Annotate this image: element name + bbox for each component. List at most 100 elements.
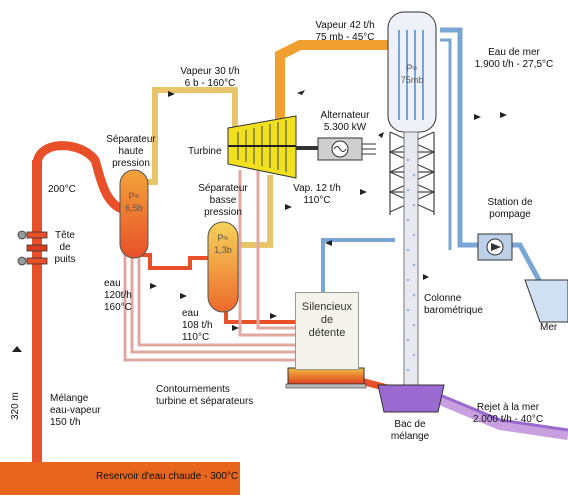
reject-line-dark [439,393,568,432]
sea-water-title: Eau de mer [488,47,540,58]
high-pressure-separator [119,169,149,259]
mixing-tank-label: Bac de mélange [380,419,440,443]
high-sep-pressure-sym: P≈ [128,191,140,201]
pumping-station-label: Station de pompage [470,197,550,221]
alternator-power: 5.300 kW [323,122,367,133]
water-120-line [140,253,212,270]
water-108-line [224,308,295,324]
reject-label: Rejet à la mer 2.000 t/h - 40°C [458,402,558,426]
steam-12-line [235,175,273,248]
low-sep-pressure-sym: P≈ [217,233,229,243]
steam-42-flow: Vapeur 42 t/h [315,20,375,31]
bypass-line1: Contournements [156,384,230,395]
sea-water-line-2 [440,38,452,250]
alternator-sine-icon [333,146,347,152]
steam-42-label: Vapeur 42 t/h 75 mb - 45°C [300,20,390,44]
wellhead-label: Tête de puits [50,230,80,266]
well-pipe [32,160,42,462]
column-label: Colonne barométrique [424,293,483,317]
pumping-station-line2: pompage [489,209,531,220]
steam-30-label: Vapeur 30 t/h 6 b - 160°C [170,66,250,90]
water-120-temp: 160°C [104,302,132,313]
silencer-line3: détente [308,327,346,339]
depth-label: 320 m [10,392,21,420]
high-sep-line1: Séparateur [106,134,156,145]
high-sep-line2: haute [118,146,144,157]
condenser-pressure-val: 75mb [400,75,424,85]
low-pressure-separator [207,221,239,313]
low-sep-line1: Séparateur [198,183,248,194]
pump-sea-line [510,242,543,284]
vap-12-label: Vap. 12 t/h 110°C [282,183,352,207]
silencer-line2: de [320,314,334,326]
cool-water-line-silencer [321,238,395,292]
sea-water-line [440,27,480,248]
low-sep-line3: pression [204,207,242,218]
hot-water-reservoir [0,462,240,495]
sea-water-label: Eau de mer 1.900 t/h - 27,5°C [464,47,564,71]
wellhead-line1: Tête [54,230,75,241]
reject-line2: 2.000 t/h - 40°C [472,414,544,425]
flow-arrow-markers [12,90,507,352]
sea [524,279,568,323]
well-to-separator-pipe [32,141,127,215]
silencer-line1: Silencieux [301,301,353,313]
water-108-flow: 108 t/h [182,320,213,331]
pumping-station-line1: Station de [487,197,533,208]
column-line2: barométrique [424,305,483,316]
bypass-line2: turbine et séparateurs [156,396,254,407]
alternator-label: Alternateur 5.300 kW [310,110,380,134]
bypass-lines [123,170,295,362]
steam-42-conditions: 75 mb - 45°C [315,32,375,43]
wellhead-line3: puits [54,254,76,265]
sea-label: Mer [540,322,558,333]
wellhead-valves [17,230,48,266]
steam-30-conditions: 6 b - 160°C [184,78,236,89]
bypass-label: Contournements turbine et séparateurs [156,384,253,408]
low-sep-pressure: P≈ 1,3b [208,232,238,256]
sea-water-conditions: 1.900 t/h - 27,5°C [474,59,554,70]
water-108-temp: 110°C [182,332,210,343]
alternator-title: Alternateur [320,110,370,121]
turbine-label: Turbine [188,146,222,157]
condenser-pressure: P≈ 75mb [390,62,434,86]
high-sep-line3: pression [112,158,150,169]
mixing-tank [377,384,445,413]
steam-30-flow: Vapeur 30 t/h [180,66,240,77]
water-108-label: eau 108 t/h 110°C [182,308,213,344]
reject-line [438,395,568,440]
high-sep-label: Séparateur haute pression [100,134,162,170]
reservoir-label: Reservoir d'eau chaude - 300°C [96,471,239,482]
turbine-blades [228,120,296,172]
barometric-condenser [387,11,437,393]
low-sep-label: Séparateur basse pression [192,183,254,219]
high-sep-pressure-val: 6,5b [125,203,143,213]
vap-12-flow: Vap. 12 t/h [293,183,341,194]
low-sep-line2: basse [209,195,237,206]
alternator-output-icon [362,143,376,155]
silencer-tank: Silencieux de détente [295,292,359,370]
mixture-line2: eau-vapeur [50,405,101,416]
mixture-label: Mélange eau-vapeur 150 t/h [50,393,101,429]
condenser-pressure-sym: P≈ [406,63,418,73]
high-sep-pressure: P≈ 6,5b [120,190,148,214]
wellhead-line2: de [59,242,71,253]
steam-30-line [140,87,238,185]
temp-200-label: 200°C [48,184,76,195]
water-120-title: eau [104,278,121,289]
pumping-station [477,233,513,261]
water-120-flow: 120t/h [104,290,132,301]
mixture-line1: Mélange [50,393,89,404]
water-108-title: eau [182,308,199,319]
vap-12-temp: 110°C [303,195,331,206]
reject-line1: Rejet à la mer [476,402,540,413]
silencer-basin [287,367,365,385]
mixing-tank-line1: Bac de [394,419,426,430]
low-sep-pressure-val: 1,3b [214,245,232,255]
column-line1: Colonne [424,293,462,304]
water-120-label: eau 120t/h 160°C [104,278,132,314]
mixture-line3: 150 t/h [50,417,81,428]
mixing-tank-line2: mélange [390,431,430,442]
